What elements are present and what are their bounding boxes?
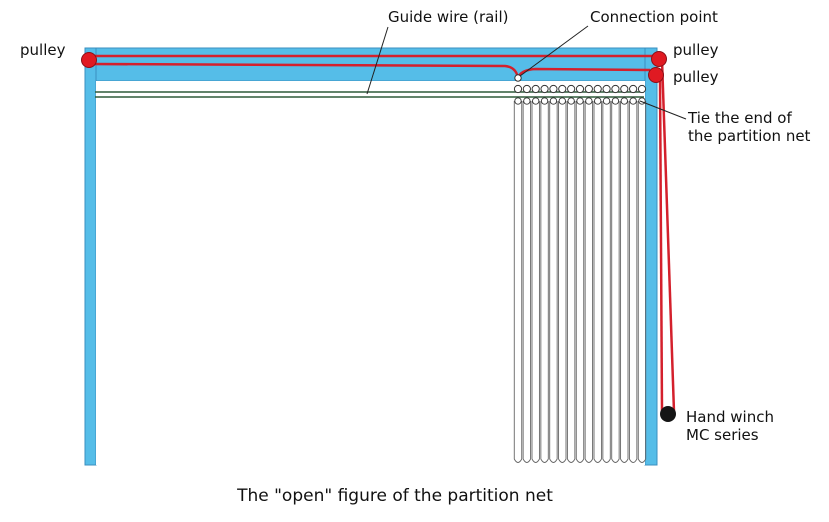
net-panel-fold — [575, 101, 585, 463]
net-lower-ring — [558, 97, 566, 105]
net-hanger-ring — [513, 84, 523, 94]
pulley-right-bottom — [648, 67, 664, 83]
label-winch-line2: MC series — [686, 426, 759, 444]
label-tie-end-line1: Tie the end of — [687, 109, 792, 127]
net-panel-fold — [522, 101, 532, 463]
net-hanger-ring — [549, 84, 558, 94]
net-panel-fold — [549, 101, 558, 463]
label-pulley-left: pulley — [20, 41, 66, 59]
label-pulley-right-bottom: pulley — [673, 68, 719, 86]
net-hanger-ring — [611, 84, 620, 94]
rope-drop-inner — [658, 77, 664, 413]
net-lower-ring — [594, 97, 602, 105]
net-hanger-ring — [558, 84, 567, 94]
figure-caption: The "open" figure of the partition net — [236, 486, 553, 506]
right-post — [644, 47, 658, 466]
net-hanger-ring — [540, 84, 549, 94]
net-panel-fold — [540, 101, 549, 463]
label-tie-end-line2: the partition net — [688, 127, 811, 145]
net-panel-fold — [602, 101, 611, 463]
label-guide-wire: Guide wire (rail) — [388, 8, 508, 26]
label-winch-line1: Hand winch — [686, 408, 774, 426]
net-lower-ring — [532, 97, 540, 105]
leader-guide-wire — [366, 26, 389, 95]
net-panel-fold — [611, 101, 620, 463]
pulley-right-top — [651, 51, 667, 67]
net-panel-fold — [637, 101, 647, 463]
partition-net — [513, 84, 647, 463]
net-lower-ring — [638, 97, 646, 105]
net-lower-ring — [629, 97, 637, 105]
net-lower-ring — [620, 97, 628, 105]
net-panel-fold — [620, 101, 629, 463]
pulley-left — [81, 52, 97, 68]
label-pulley-right-top: pulley — [673, 41, 719, 59]
leader-lines — [366, 25, 687, 120]
leader-connection-point — [519, 25, 589, 77]
net-hanger-ring — [575, 84, 585, 94]
net-lower-ring — [523, 97, 531, 105]
net-panel-fold — [513, 101, 523, 463]
net-lower-ring — [549, 97, 558, 105]
frame — [84, 47, 658, 466]
net-lower-ring — [576, 97, 584, 105]
rope-drop-outer — [660, 59, 676, 413]
net-hanger-ring — [620, 84, 629, 94]
net-hanger-ring — [584, 84, 593, 94]
net-hanger-ring — [531, 84, 540, 94]
net-hanger-ring — [602, 84, 611, 94]
net-panel-fold — [566, 101, 576, 463]
net-lower-ring — [611, 97, 620, 105]
net-panel-fold — [558, 101, 567, 463]
hand-winch — [660, 406, 676, 422]
net-hanger-ring — [637, 84, 647, 94]
connection-point-ring — [514, 74, 522, 82]
label-connection-point: Connection point — [590, 8, 718, 26]
net-hanger-ring — [522, 84, 531, 94]
net-lower-ring — [602, 97, 611, 105]
net-panel-fold — [593, 101, 602, 463]
net-hanger-ring — [567, 84, 576, 94]
net-hanger-ring — [593, 84, 602, 94]
net-lower-ring — [540, 97, 549, 105]
leader-tie-end — [639, 100, 687, 120]
net-panel-fold — [584, 101, 594, 463]
net-panel-fold — [531, 101, 540, 463]
net-lower-ring — [567, 97, 575, 105]
net-hanger-ring — [629, 84, 638, 94]
net-lower-ring — [585, 97, 593, 105]
left-post — [84, 47, 97, 466]
net-panel-fold — [628, 101, 638, 463]
net-lower-ring — [514, 97, 522, 105]
beam-inner-opening — [96, 81, 645, 465]
